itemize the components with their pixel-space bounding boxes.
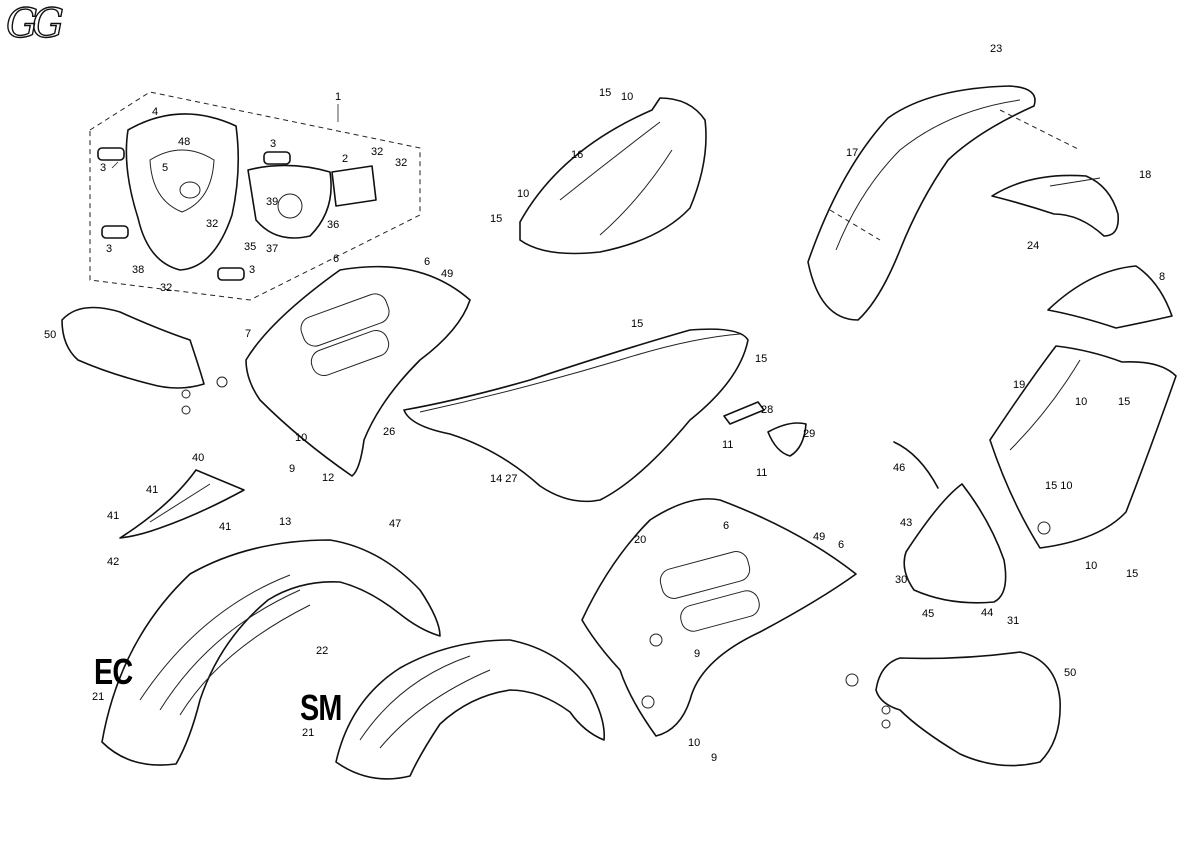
callout-label: 40: [192, 452, 205, 464]
callout-label: 11: [722, 439, 734, 451]
callout-label: 18: [1139, 169, 1152, 181]
callout-label: 32: [160, 282, 173, 294]
callout-label: 3: [100, 162, 107, 174]
headlight-kit: [89, 91, 421, 301]
callout-label: 4: [152, 106, 159, 118]
chain-guard: [119, 469, 245, 539]
callout-label: 3: [270, 138, 277, 150]
radiator-cover-right: [581, 498, 857, 737]
callout-label: 35: [244, 241, 257, 253]
callout-label: 22: [316, 645, 329, 657]
callout-label: 45: [922, 608, 935, 620]
callout-label: 6: [333, 253, 340, 265]
rear-light-cover: [1047, 265, 1173, 329]
callout-label: 14 27: [490, 473, 518, 485]
callout-label: 5: [162, 162, 169, 174]
seat-brackets: [723, 401, 807, 457]
strap: [893, 441, 939, 489]
callout-label: 15: [490, 213, 503, 225]
callout-label: 16: [571, 149, 584, 161]
handguard-left: [61, 306, 228, 415]
callout-label: 48: [178, 136, 191, 148]
callout-label: 10: [517, 188, 530, 200]
rear-fender: [807, 85, 1081, 321]
callout-label: 11: [756, 467, 768, 479]
side-number-plate: [903, 483, 1007, 604]
callout-label: 10: [1085, 560, 1098, 572]
callout-label: 46: [893, 462, 906, 474]
side-cover-right: [989, 345, 1177, 549]
callout-label: 37: [266, 243, 279, 255]
callout-label: 50: [1064, 667, 1077, 679]
callout-label: 20: [634, 534, 647, 546]
callout-label: 26: [383, 426, 396, 438]
callout-label: 29: [803, 428, 816, 440]
callout-label: 32: [371, 146, 384, 158]
callout-label: 47: [389, 518, 402, 530]
callout-label: 21: [92, 691, 105, 703]
callout-label: 9: [694, 648, 701, 660]
callout-label: 41: [107, 510, 120, 522]
callout-label: 10: [295, 432, 308, 444]
callout-label: 2: [342, 153, 349, 165]
callout-label: 17: [846, 147, 859, 159]
callout-label: 13: [279, 516, 292, 528]
callout-label: 21: [302, 727, 315, 739]
brand-logo: GG: [5, 1, 64, 47]
callout-label: 1: [335, 91, 342, 103]
radiator-cover-left: [245, 265, 471, 477]
callout-label: 9: [711, 752, 718, 764]
variant-label-sm: SM: [300, 687, 342, 728]
callout-label: 32: [395, 157, 408, 169]
side-cover-left: [519, 97, 707, 255]
callout-label: 6: [424, 256, 431, 268]
callout-label: 10: [621, 91, 634, 103]
callout-label: 39: [266, 196, 279, 208]
callout-label: 3: [106, 243, 113, 255]
callout-label: 10: [1075, 396, 1088, 408]
callout-label: 30: [895, 574, 908, 586]
callout-label: 6: [838, 539, 845, 551]
callout-label: 15: [1118, 396, 1131, 408]
handguard-right: [845, 651, 1061, 767]
callout-label: 42: [107, 556, 120, 568]
callout-label: 6: [723, 520, 730, 532]
callout-label: 43: [900, 517, 913, 529]
callout-label: 36: [327, 219, 340, 231]
callout-label: 32: [206, 218, 219, 230]
front-fender-ec: [101, 539, 441, 766]
callout-label: 9: [289, 463, 296, 475]
license-bracket: [991, 174, 1120, 237]
callout-label: 19: [1013, 379, 1026, 391]
callout-label: 8: [1159, 271, 1166, 283]
callout-label: 49: [441, 268, 454, 280]
callout-label: 3: [249, 264, 256, 276]
callout-label: 41: [219, 521, 232, 533]
callout-label: 23: [990, 43, 1003, 55]
callout-label: 7: [245, 328, 252, 340]
callout-label: 28: [761, 404, 774, 416]
callout-label: 49: [813, 531, 826, 543]
callout-label: 15: [1126, 568, 1139, 580]
callout-label: 15 10: [1045, 480, 1073, 492]
callout-label: 24: [1027, 240, 1040, 252]
callout-label: 38: [132, 264, 145, 276]
seat: [403, 328, 749, 503]
callout-label: 15: [631, 318, 644, 330]
callout-label: 31: [1007, 615, 1020, 627]
variant-label-ec: EC: [94, 651, 133, 692]
callout-label: 41: [146, 484, 159, 496]
callout-label: 15: [755, 353, 768, 365]
callout-label: 15: [599, 87, 612, 99]
callout-label: 50: [44, 329, 57, 341]
callout-label: 12: [322, 472, 335, 484]
callout-label: 10: [688, 737, 701, 749]
front-fender-sm: [335, 639, 606, 780]
callout-label: 44: [981, 607, 994, 619]
